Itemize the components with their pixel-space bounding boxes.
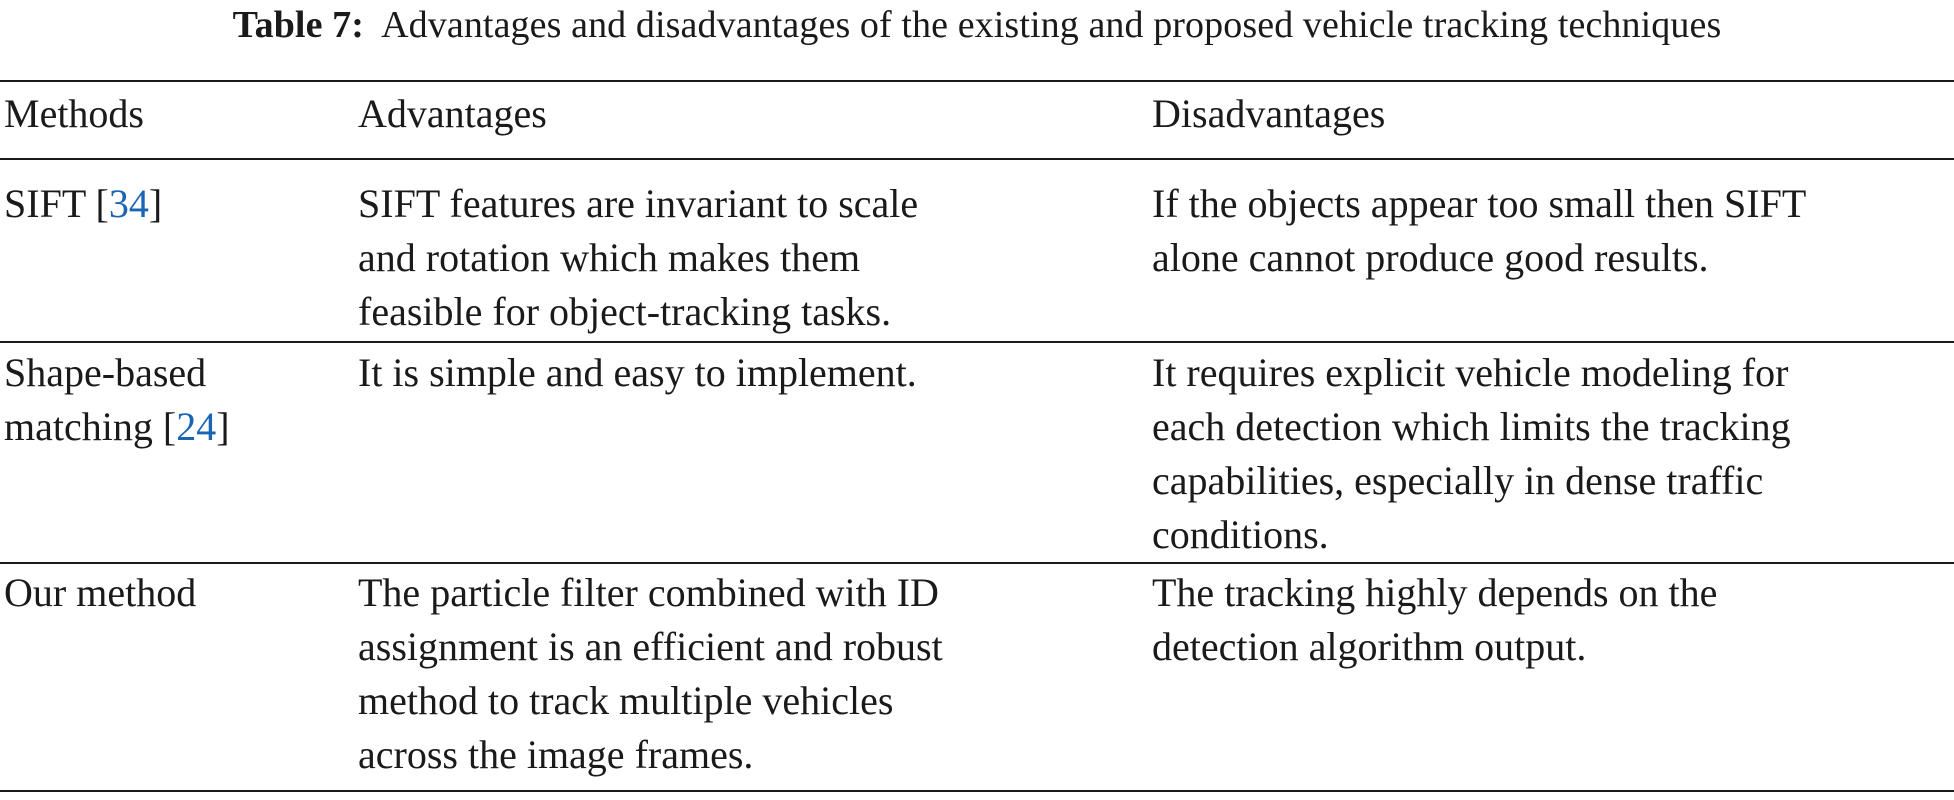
row-ours-advantages-line-4: across the image frames. [358, 732, 754, 777]
citation-link-24[interactable]: 24 [176, 404, 217, 449]
table-caption-label: Table 7: [232, 4, 365, 46]
table-caption-text: Advantages and disadvantages of the exis… [381, 4, 1722, 46]
table-bottom-rule [0, 790, 1954, 792]
table-caption: Table 7: Advantages and disadvantages of… [0, 0, 1954, 50]
row-shape-disadvantages-line-1: It requires explicit vehicle modeling fo… [1152, 350, 1789, 395]
row-shape-advantages-line-1: It is simple and easy to implement. [358, 350, 917, 395]
row-sift-advantages-line-3: feasible for object-tracking tasks. [358, 289, 892, 334]
method-name: matching [4, 404, 153, 449]
row-ours-disadvantages-line-2: detection algorithm output. [1152, 624, 1587, 669]
row-ours-advantages-line-3: method to track multiple vehicles [358, 678, 894, 723]
row-shape-disadvantages-line-4: conditions. [1152, 512, 1329, 557]
row-sift-advantages-line-1: SIFT features are invariant to scale [358, 181, 919, 226]
row-rule-2 [0, 562, 1954, 564]
column-header-methods: Methods [4, 91, 144, 136]
column-header-disadvantages: Disadvantages [1152, 91, 1386, 136]
row-ours-advantages-line-1: The particle filter combined with ID [358, 570, 939, 615]
row-ours-disadvantages-line-1: The tracking highly depends on the [1152, 570, 1718, 615]
row-ours-advantages-line-2: assignment is an efficient and robust [358, 624, 943, 669]
row-sift-disadvantages-line-2: alone cannot produce good results. [1152, 235, 1709, 280]
table-top-rule [0, 80, 1954, 82]
row-sift-method: SIFT [34] [4, 181, 163, 226]
row-sift-advantages-line-2: and rotation which makes them [358, 235, 861, 280]
row-sift-disadvantages-line-1: If the objects appear too small then SIF… [1152, 181, 1807, 226]
row-shape-disadvantages-line-2: each detection which limits the tracking [1152, 404, 1791, 449]
row-shape-method-line-2: matching [24] [4, 404, 230, 449]
row-ours-method: Our method [4, 570, 197, 615]
column-header-advantages: Advantages [358, 91, 547, 136]
citation-link-34[interactable]: 34 [108, 181, 149, 226]
header-rule [0, 158, 1954, 160]
method-name: SIFT [4, 181, 86, 226]
row-shape-disadvantages-line-3: capabilities, especially in dense traffi… [1152, 458, 1764, 503]
row-rule-1 [0, 341, 1954, 343]
row-shape-method-line-1: Shape-based [4, 350, 207, 395]
